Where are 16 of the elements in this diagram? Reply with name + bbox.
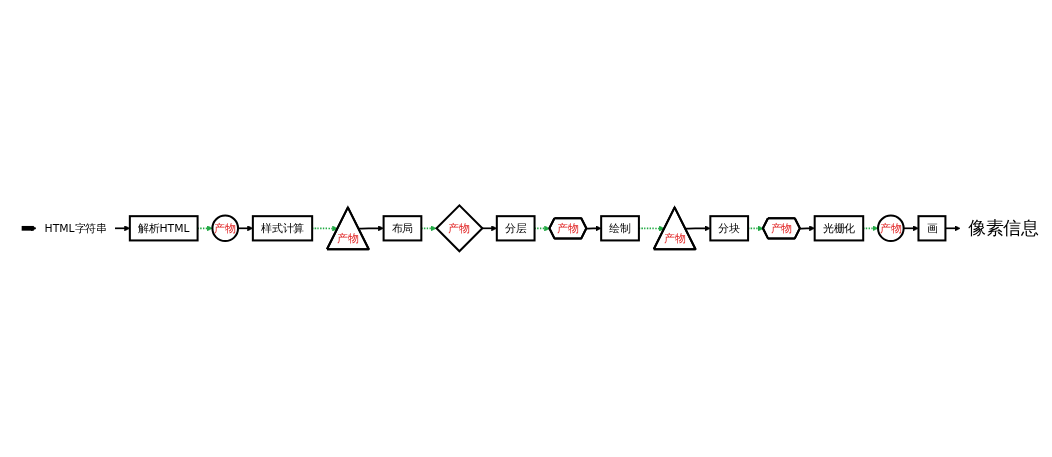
node-box: 分层 [495, 215, 536, 242]
arrow [20, 225, 37, 232]
node-box: 分块 [709, 215, 750, 242]
node-diamond: 产物 [435, 204, 484, 253]
node-box: 绘制 [600, 215, 640, 242]
node-circle: 产物 [211, 214, 240, 243]
node-box: 光栅化 [813, 215, 865, 242]
node-box: 画 [917, 215, 947, 242]
node-circle: 产物 [877, 214, 905, 243]
node-box: 样式计算 [251, 215, 314, 242]
node-text: HTML字符串 [44, 221, 107, 235]
arrow [585, 225, 602, 232]
node-box: 布局 [382, 215, 423, 242]
node-text: 像素信息 [968, 218, 1039, 239]
arrow [638, 225, 665, 232]
node-box: 解析HTML [128, 215, 199, 242]
